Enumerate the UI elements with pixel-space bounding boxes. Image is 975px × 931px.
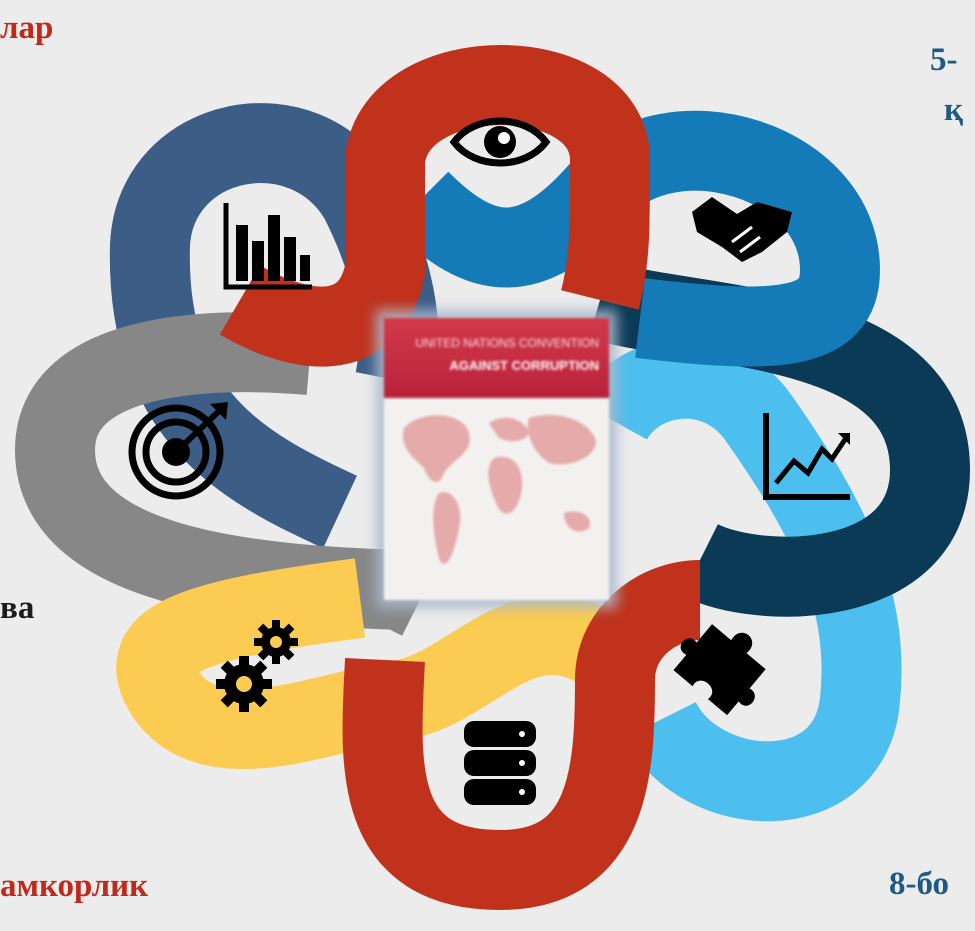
poster-title-line2: AGAINST CORRUPTION (449, 358, 600, 373)
label-bottom-left: амкорлик (0, 868, 149, 904)
label-middle-left: ва (0, 590, 35, 626)
poster-title-line1: UNITED NATIONS CONVENTION (415, 336, 599, 350)
label-top-right-line1: 5- (930, 42, 958, 78)
loop-yellow (116, 558, 622, 770)
loop-red-bottom (342, 560, 703, 911)
database-icon (464, 721, 536, 805)
label-top-left: лар (0, 10, 54, 46)
puzzle-icon (673, 624, 766, 716)
target-icon (128, 402, 228, 500)
eye-icon (449, 117, 551, 167)
line-chart-icon (763, 413, 851, 500)
bar-chart-icon (223, 203, 312, 290)
handshake-icon (692, 197, 792, 262)
world-map (403, 414, 596, 564)
un-convention-image: UNITED NATIONS CONVENTION AGAINST CORRUP… (384, 318, 609, 600)
label-top-right-line2: қ (944, 92, 964, 128)
gears-icon (216, 620, 298, 712)
poster-banner (384, 318, 609, 398)
loop-blue (391, 110, 881, 367)
loop-red-top (219, 45, 651, 367)
label-bottom-right: 8-бо (889, 866, 950, 902)
